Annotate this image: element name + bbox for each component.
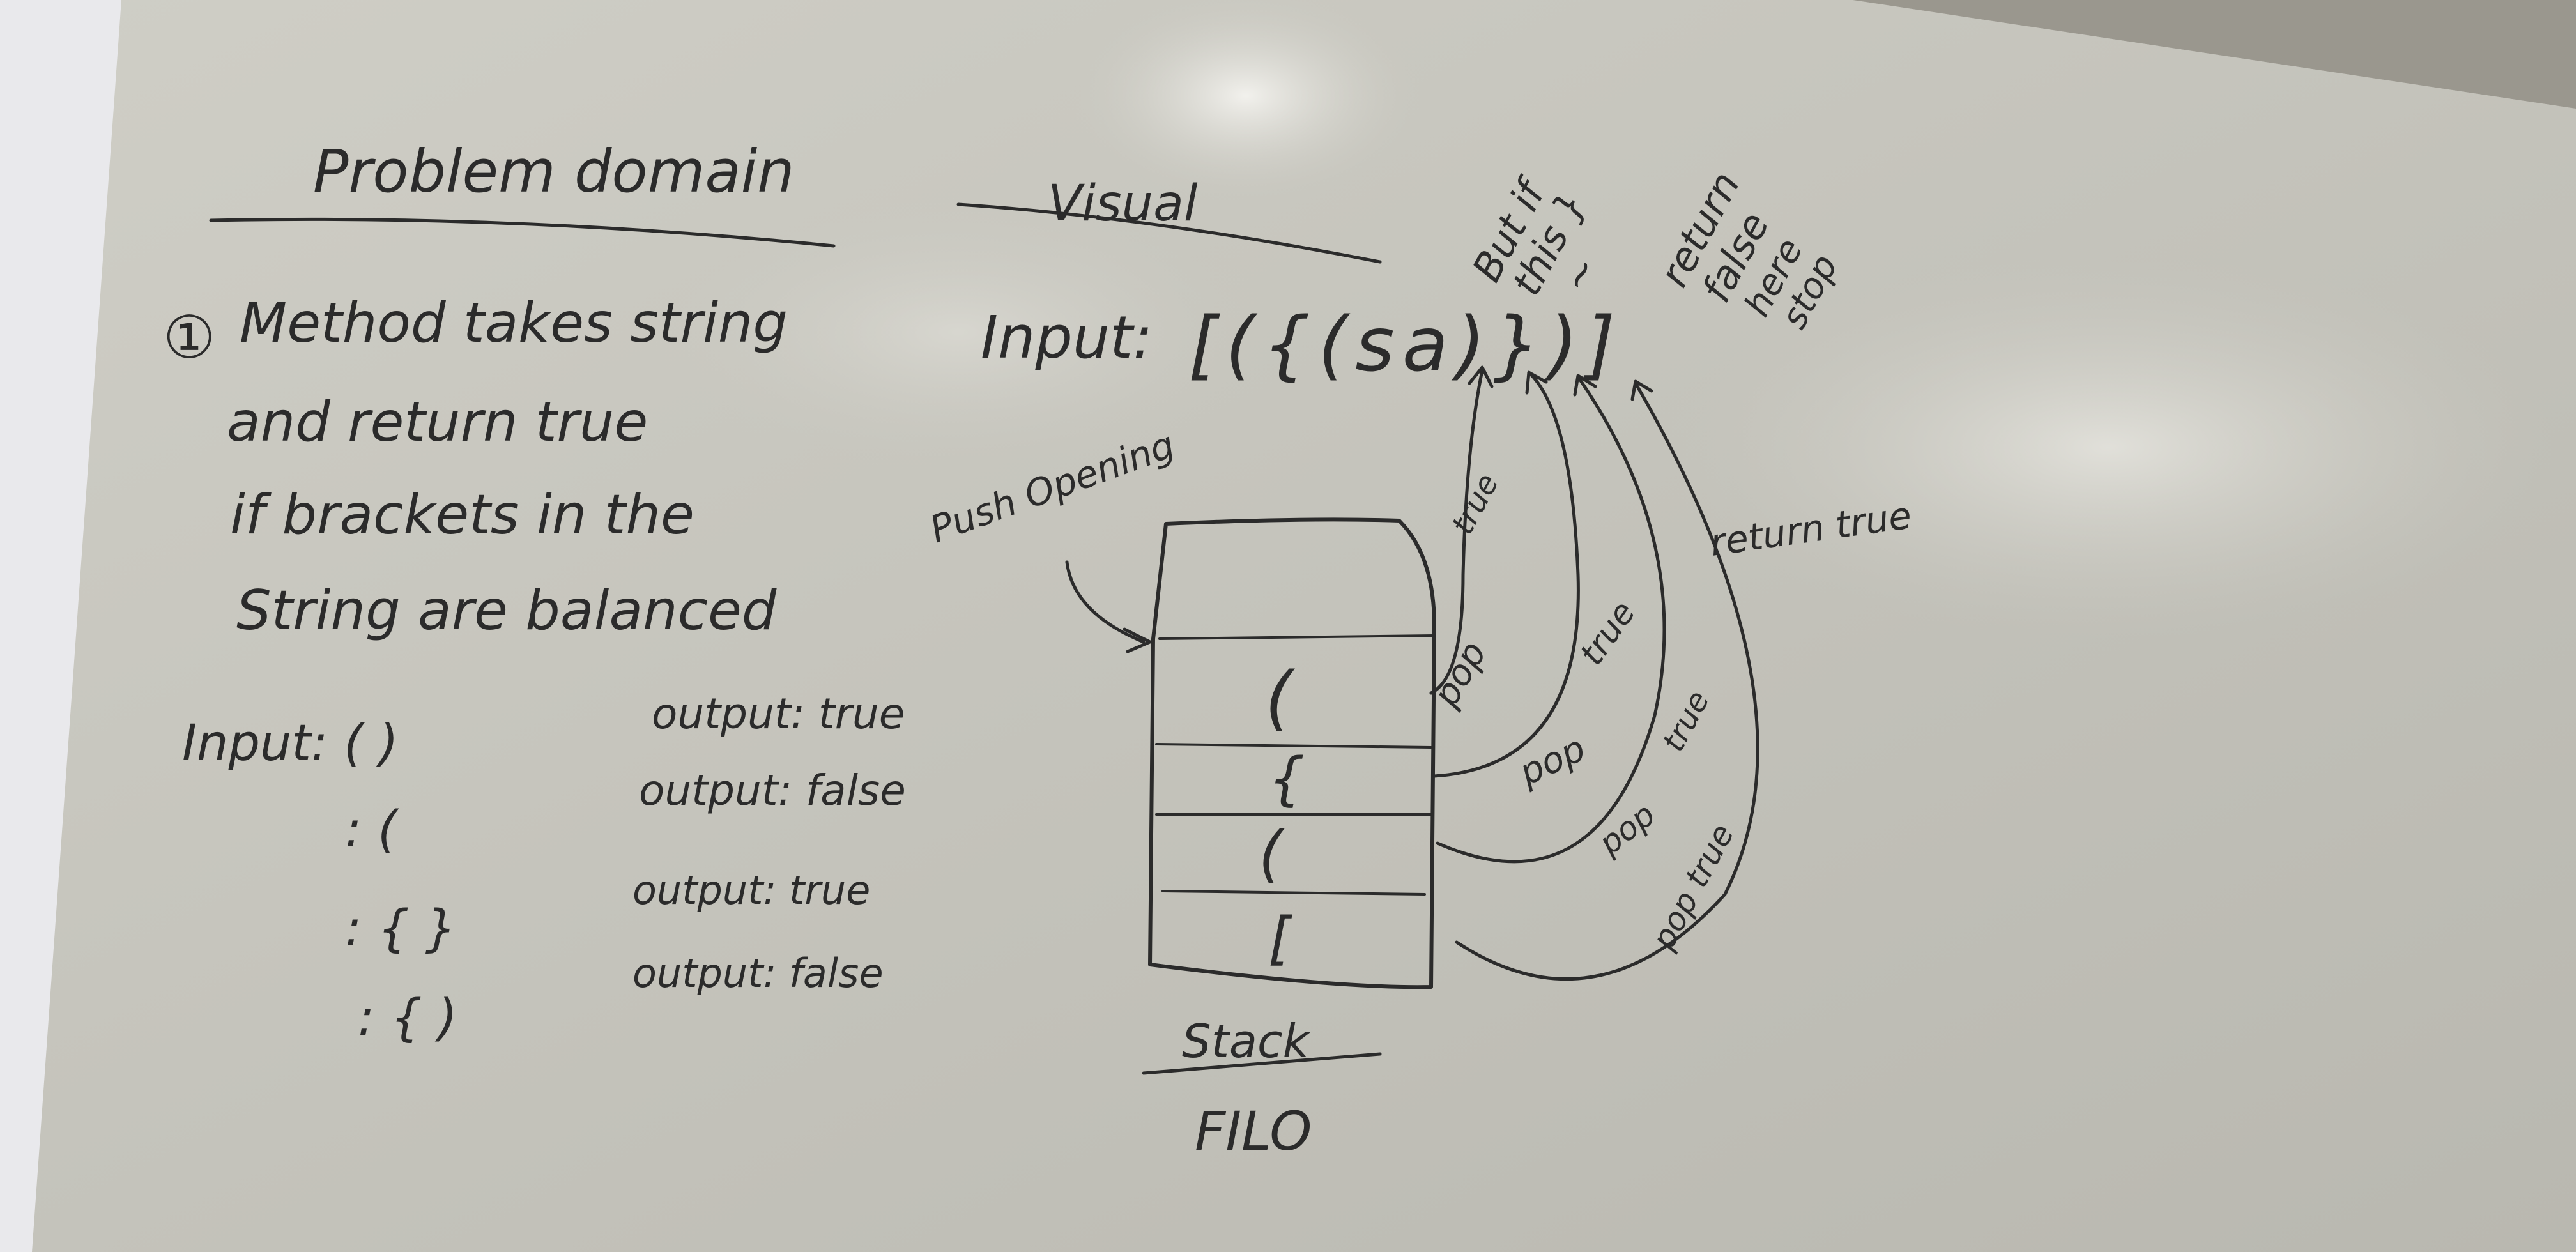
push-arrow xyxy=(1065,560,1152,653)
visual-heading: Visual xyxy=(1048,175,1198,233)
stack-caption-underline xyxy=(1142,1052,1382,1075)
example-input-1: Input: ( ) xyxy=(182,715,399,772)
pop-arrow-3 xyxy=(1436,374,1666,864)
example-input-2: : ( xyxy=(345,801,399,859)
step-number: ① xyxy=(163,303,215,372)
example-output-4: output: false xyxy=(632,950,884,996)
visual-underline xyxy=(956,202,1382,264)
stack-item-2: { xyxy=(1268,745,1305,813)
description-line-1: Method takes string xyxy=(240,291,788,355)
stack-caption: Stack xyxy=(1182,1014,1312,1068)
example-output-1: output: true xyxy=(652,689,905,738)
description-line-2: and return true xyxy=(227,390,648,454)
stack-item-1: ( xyxy=(1265,657,1295,738)
stack-item-4: [ xyxy=(1268,905,1292,972)
visual-input-label: Input: xyxy=(981,303,1153,372)
glare-right xyxy=(1661,256,2556,639)
glare-mid xyxy=(639,192,1278,473)
heading-underline xyxy=(209,217,836,248)
problem-domain-heading: Problem domain xyxy=(313,137,795,206)
stack-item-3: ( xyxy=(1259,818,1285,890)
glare-top xyxy=(1067,0,1425,204)
visual-input-string: [({(sa)})] xyxy=(1188,300,1623,388)
example-input-3: : { } xyxy=(345,900,457,958)
example-input-4: : { ) xyxy=(358,989,457,1047)
stack-divider-1 xyxy=(1158,634,1436,640)
pop-arrow-2 xyxy=(1432,370,1580,778)
stack-divider-4 xyxy=(1162,890,1426,896)
stack-outline xyxy=(1148,517,1436,989)
pop-arrow-4 xyxy=(1455,379,1759,981)
description-line-4: String are balanced xyxy=(236,579,777,643)
stack-divider-2 xyxy=(1155,743,1432,749)
pop-arrow-1 xyxy=(1429,365,1494,695)
example-output-2: output: false xyxy=(639,766,906,815)
description-line-3: if brackets in the xyxy=(230,483,694,547)
example-output-3: output: true xyxy=(632,867,870,913)
stack-subcaption: FILO xyxy=(1195,1100,1312,1163)
